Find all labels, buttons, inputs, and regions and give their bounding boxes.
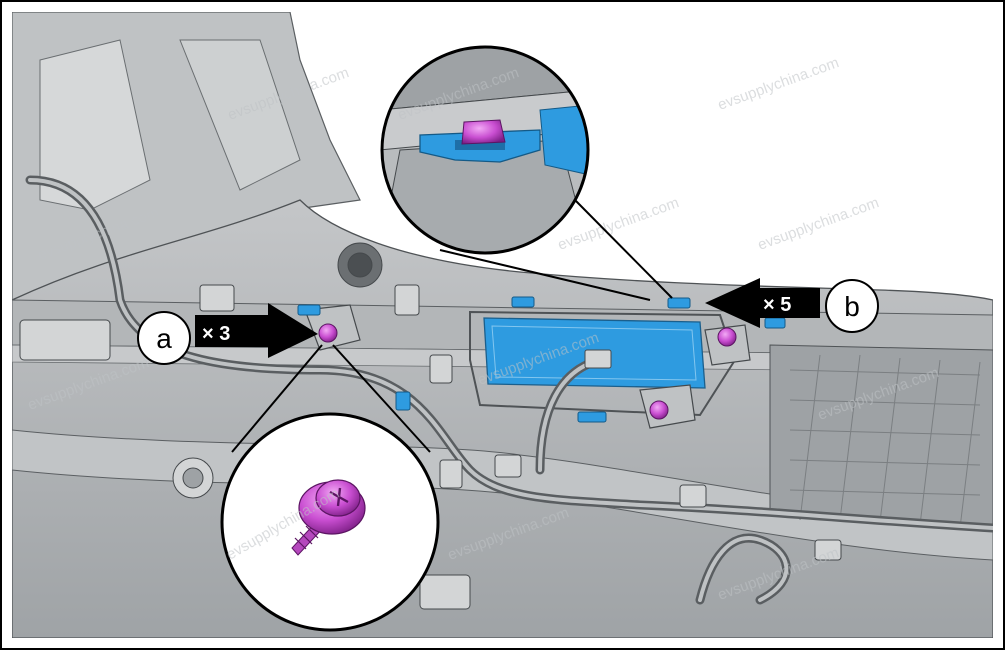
screw-icon — [291, 479, 366, 556]
callout-count: × 3 — [202, 323, 230, 345]
connector — [19, 319, 111, 361]
connector — [429, 354, 453, 384]
detail-circle — [380, 45, 590, 255]
connector — [494, 454, 522, 478]
leader-line — [332, 344, 431, 453]
ribbed-pattern — [789, 354, 981, 529]
connector-group — [19, 242, 842, 610]
callout-letter-circle — [825, 279, 879, 333]
screw-icon — [318, 323, 338, 343]
screw-icon — [649, 400, 669, 420]
leader-line — [439, 249, 651, 301]
clip-icon — [511, 296, 535, 308]
clip-icon — [577, 411, 607, 423]
clip-icon — [395, 391, 411, 411]
callout-count: × 5 — [763, 294, 791, 316]
connector — [439, 459, 463, 489]
connector — [199, 284, 235, 312]
arrow-right-icon — [195, 303, 318, 358]
callout-a: × 3 a — [137, 303, 318, 365]
connector — [419, 574, 471, 610]
detail-view-screw: evsupplychina.com — [220, 344, 440, 632]
callout-b: × 5 b — [705, 278, 879, 333]
leader-line — [574, 199, 673, 299]
detail-view-clip: evsupplychina.com — [380, 45, 673, 301]
clip-icon — [297, 304, 321, 316]
callout-letter-circle — [137, 311, 191, 365]
clip-icon — [764, 317, 786, 329]
screw-group — [318, 323, 737, 420]
clip-tab — [461, 119, 506, 145]
ribbed-panel — [769, 344, 993, 531]
clip-icon — [667, 297, 691, 309]
connector — [394, 284, 420, 316]
trim-recess — [179, 39, 301, 191]
mounting-bracket — [469, 310, 737, 417]
arrow-left-icon — [705, 278, 820, 328]
clip-group — [297, 296, 786, 423]
callout-letter: b — [844, 291, 860, 322]
leader-line — [231, 344, 323, 453]
connector — [679, 484, 707, 508]
callout-letter: a — [156, 323, 172, 354]
screw-icon — [717, 327, 737, 347]
connector — [814, 539, 842, 561]
connector — [584, 349, 612, 369]
